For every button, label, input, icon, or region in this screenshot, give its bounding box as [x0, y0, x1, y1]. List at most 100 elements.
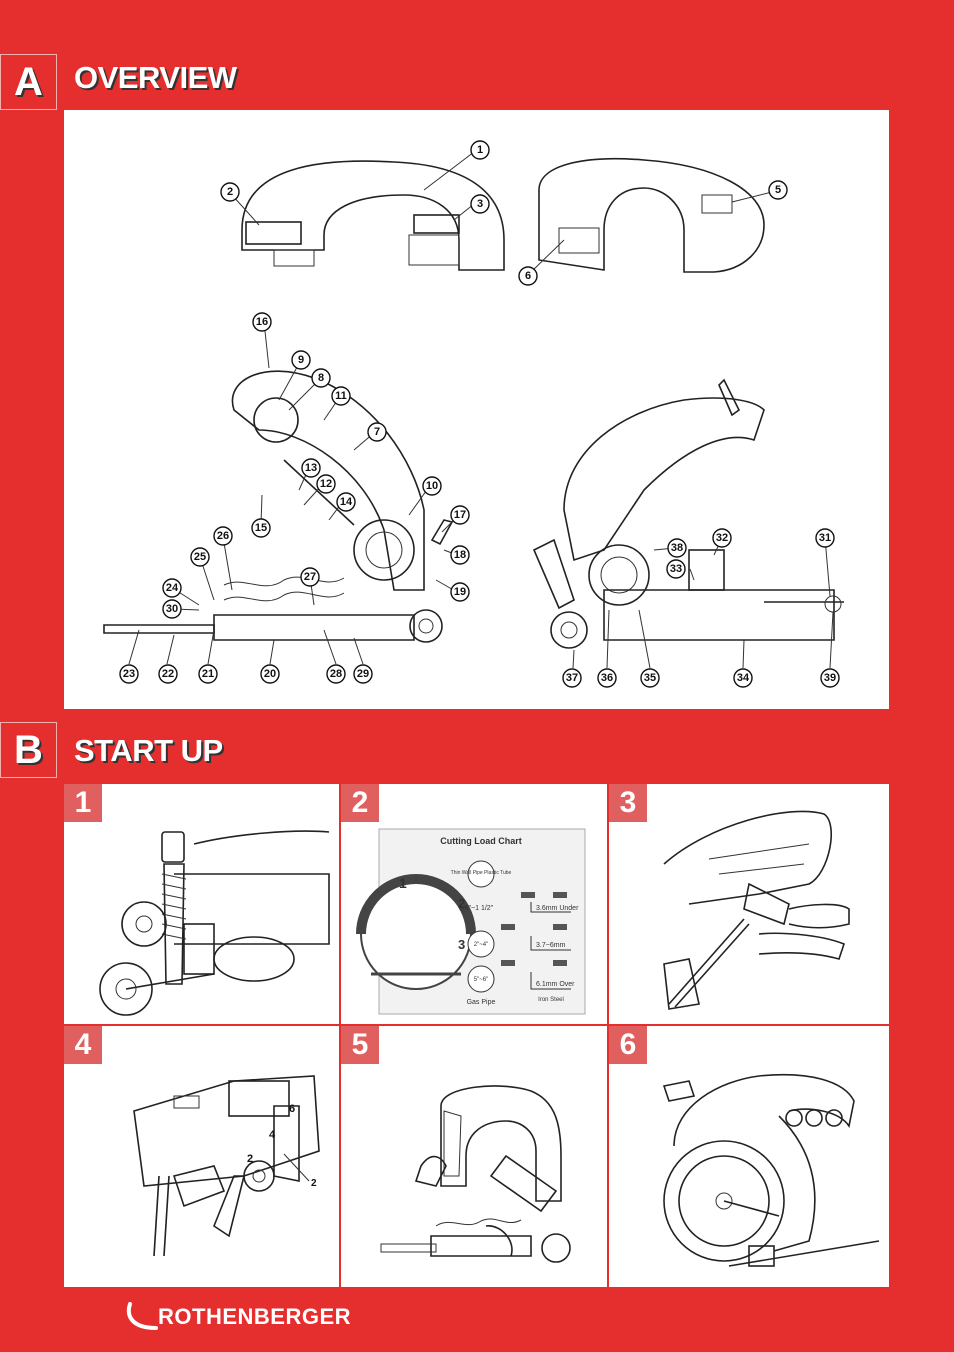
callout-34: 34 — [733, 668, 753, 688]
callout-26: 26 — [213, 526, 233, 546]
overview-illustration: 1 2 3 5 6 16 9 8 11 7 13 12 14 15 10 17 … — [103, 140, 844, 688]
svg-text:16: 16 — [256, 316, 268, 328]
callout-33: 33 — [666, 559, 686, 579]
callout-27: 27 — [300, 567, 320, 587]
callout-21: 21 — [198, 664, 218, 684]
svg-text:6: 6 — [525, 270, 531, 282]
callout-22: 22 — [158, 664, 178, 684]
svg-text:3: 3 — [477, 198, 483, 210]
svg-text:26: 26 — [217, 530, 229, 542]
callout-17: 17 — [450, 505, 470, 525]
step-4-panel: 6 4 2 2 4 — [64, 1026, 339, 1287]
callout-28: 28 — [326, 664, 346, 684]
callout-30: 30 — [162, 599, 182, 619]
svg-text:12: 12 — [320, 478, 332, 490]
callout-9: 9 — [291, 350, 311, 370]
callout-5: 5 — [768, 180, 788, 200]
svg-text:39: 39 — [824, 672, 836, 684]
svg-text:33: 33 — [670, 563, 682, 575]
svg-text:3: 3 — [458, 937, 465, 952]
svg-text:2: 2 — [227, 186, 233, 198]
callout-14: 14 — [336, 492, 356, 512]
svg-text:20: 20 — [264, 668, 276, 680]
svg-text:15: 15 — [255, 522, 267, 534]
svg-text:24: 24 — [166, 582, 179, 594]
step-1-panel: 1 — [64, 784, 339, 1024]
svg-text:Iron Steel: Iron Steel — [538, 997, 564, 1003]
callout-16: 16 — [252, 312, 272, 332]
svg-text:1/8"~1 1/2": 1/8"~1 1/2" — [459, 905, 494, 912]
svg-text:1: 1 — [477, 144, 483, 156]
callout-3: 3 — [470, 194, 490, 214]
callout-32: 32 — [712, 528, 732, 548]
svg-text:3.7~6mm: 3.7~6mm — [536, 942, 566, 949]
callout-10: 10 — [422, 476, 442, 496]
svg-text:38: 38 — [671, 542, 683, 554]
callout-18: 18 — [450, 545, 470, 565]
callout-19: 19 — [450, 582, 470, 602]
svg-text:30: 30 — [166, 603, 178, 615]
svg-text:34: 34 — [737, 672, 750, 684]
section-b-marker: B — [0, 722, 57, 778]
startup-grid: 1 Cutting Load Chart 1 2 3 4 Thin Wall P… — [64, 784, 889, 1287]
svg-text:2: 2 — [458, 896, 465, 911]
svg-text:13: 13 — [305, 462, 317, 474]
chart-title: Cutting Load Chart — [440, 836, 522, 846]
callout-37: 37 — [562, 668, 582, 688]
callout-markers: 1 2 3 5 6 16 9 8 11 7 13 12 14 15 10 17 … — [119, 140, 840, 688]
logo-swoosh-icon — [126, 1302, 158, 1330]
step-1-number: 1 — [64, 784, 102, 822]
step-6-number: 6 — [609, 1026, 647, 1064]
svg-text:29: 29 — [357, 668, 369, 680]
callout-8: 8 — [311, 368, 331, 388]
svg-text:2: 2 — [311, 1178, 317, 1189]
callout-36: 36 — [597, 668, 617, 688]
callout-25: 25 — [190, 547, 210, 567]
svg-text:8: 8 — [318, 372, 324, 384]
callout-12: 12 — [316, 474, 336, 494]
svg-text:28: 28 — [330, 668, 342, 680]
svg-text:25: 25 — [194, 551, 206, 563]
svg-text:22: 22 — [162, 668, 174, 680]
svg-text:4: 4 — [391, 957, 399, 973]
svg-text:3.6mm Under: 3.6mm Under — [536, 905, 579, 912]
callout-39: 39 — [820, 668, 840, 688]
overview-panel: 1 2 3 5 6 16 9 8 11 7 13 12 14 15 10 17 … — [64, 110, 889, 709]
svg-text:Gas Pipe: Gas Pipe — [467, 999, 496, 1006]
svg-text:4: 4 — [269, 1129, 276, 1141]
svg-text:31: 31 — [819, 532, 831, 544]
step-6-panel: 6 — [609, 1026, 889, 1287]
svg-text:35: 35 — [644, 672, 656, 684]
callout-38: 38 — [667, 538, 687, 558]
step-5-illustration — [380, 1085, 571, 1263]
callout-20: 20 — [260, 664, 280, 684]
callout-11: 11 — [331, 386, 351, 406]
callout-23: 23 — [119, 664, 139, 684]
cutting-load-chart: Cutting Load Chart 1 2 3 4 Thin Wall Pip… — [356, 828, 586, 1015]
svg-text:9: 9 — [298, 354, 304, 366]
section-b-title: START UP — [74, 733, 223, 768]
svg-text:6.1mm Over: 6.1mm Over — [536, 981, 575, 988]
callout-6: 6 — [518, 266, 538, 286]
svg-text:Thin Wall Pipe Plastic Tube: Thin Wall Pipe Plastic Tube — [451, 870, 512, 876]
svg-text:10: 10 — [426, 480, 438, 492]
callout-2: 2 — [220, 182, 240, 202]
step-3-number: 3 — [609, 784, 647, 822]
svg-text:17: 17 — [454, 509, 466, 521]
step-5-number: 5 — [341, 1026, 379, 1064]
step-6-illustration — [662, 1073, 880, 1267]
section-a-title: OVERVIEW — [74, 60, 237, 95]
step-2-panel: Cutting Load Chart 1 2 3 4 Thin Wall Pip… — [341, 784, 607, 1024]
svg-text:21: 21 — [202, 668, 214, 680]
svg-text:37: 37 — [566, 672, 578, 684]
section-a-marker: A — [0, 54, 57, 110]
svg-text:36: 36 — [601, 672, 613, 684]
svg-text:23: 23 — [123, 668, 135, 680]
svg-text:2"~4": 2"~4" — [474, 942, 488, 948]
svg-text:5"~6": 5"~6" — [474, 977, 488, 983]
callout-15: 15 — [251, 518, 271, 538]
callout-35: 35 — [640, 668, 660, 688]
step-4-number: 4 — [64, 1026, 102, 1064]
callout-7: 7 — [367, 422, 387, 442]
svg-text:14: 14 — [340, 496, 353, 508]
